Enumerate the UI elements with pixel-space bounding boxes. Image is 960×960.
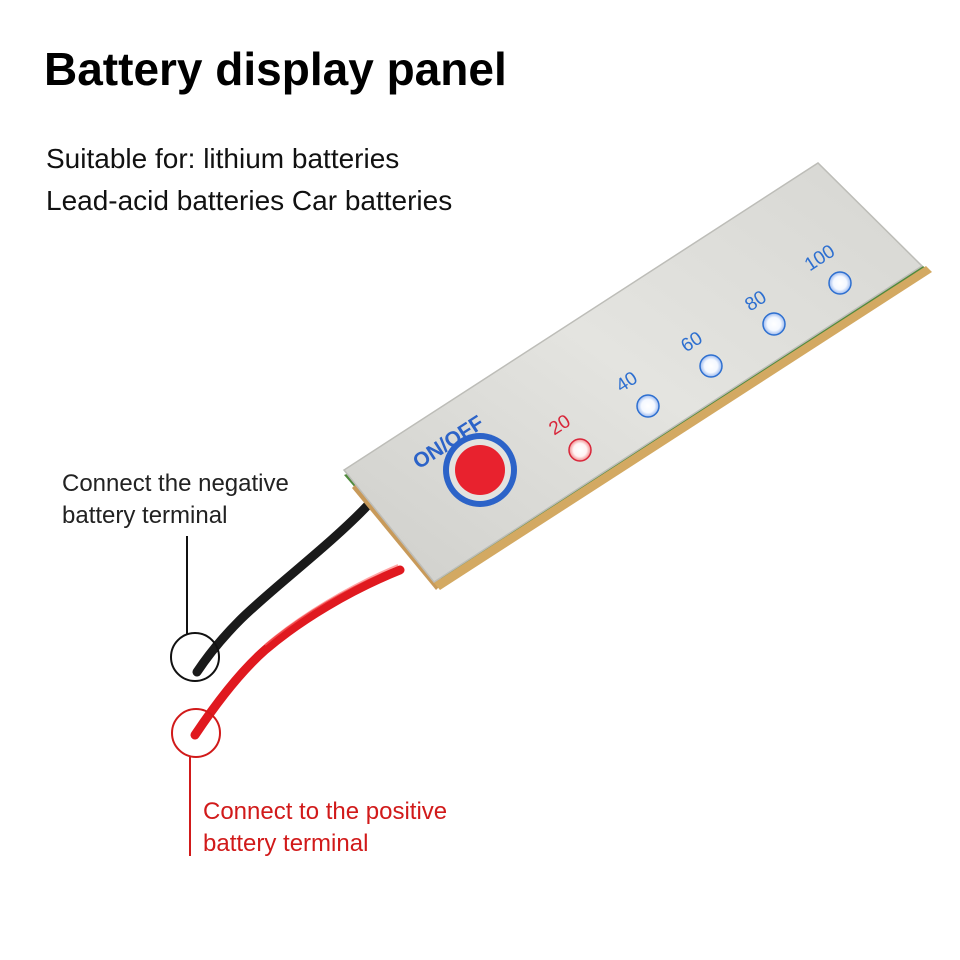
black-wire — [192, 500, 373, 677]
negative-label-line-2: battery terminal — [62, 502, 228, 530]
negative-terminal-label: Connect the negative battery terminal — [62, 468, 289, 533]
negative-label-line-1: Connect the negative — [62, 470, 289, 497]
subtitle-line-1: Suitable for: lithium batteries — [46, 143, 400, 174]
positive-callout-circle — [171, 708, 221, 758]
red-wire — [190, 565, 405, 740]
positive-label-line-1: Connect to the positive — [203, 798, 448, 825]
subtitle-line-2: Lead-acid batteries Car batteries — [46, 185, 453, 216]
negative-callout-circle — [170, 632, 220, 682]
page-title: Battery display panel — [44, 43, 507, 95]
positive-label-line-2: battery terminal — [203, 830, 369, 858]
positive-terminal-label: Connect to the positive battery terminal — [203, 796, 447, 861]
on-off-button — [455, 445, 505, 495]
